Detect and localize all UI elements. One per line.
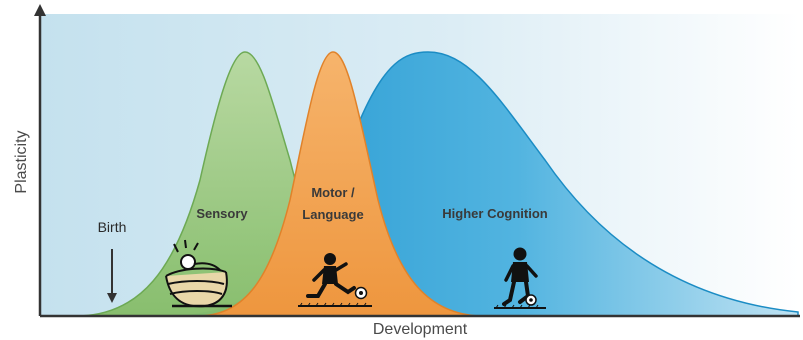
x-axis-title: Development (373, 321, 468, 338)
child-kicking-ball-icon (298, 253, 372, 307)
y-axis-arrow-icon (34, 4, 46, 16)
motor-language-label-line1: Motor / (311, 185, 355, 200)
motor-language-label-line2: Language (302, 207, 363, 222)
birth-label: Birth (98, 219, 127, 235)
birth-arrow-icon (107, 249, 117, 303)
youth-kicking-ball-icon (494, 247, 546, 309)
higher-cognition-label: Higher Cognition (442, 206, 547, 221)
sensory-label: Sensory (196, 206, 248, 221)
motor-language-curve (199, 51, 481, 317)
baby-in-crib-icon (165, 239, 232, 308)
y-axis-title: Plasticity (13, 130, 30, 193)
